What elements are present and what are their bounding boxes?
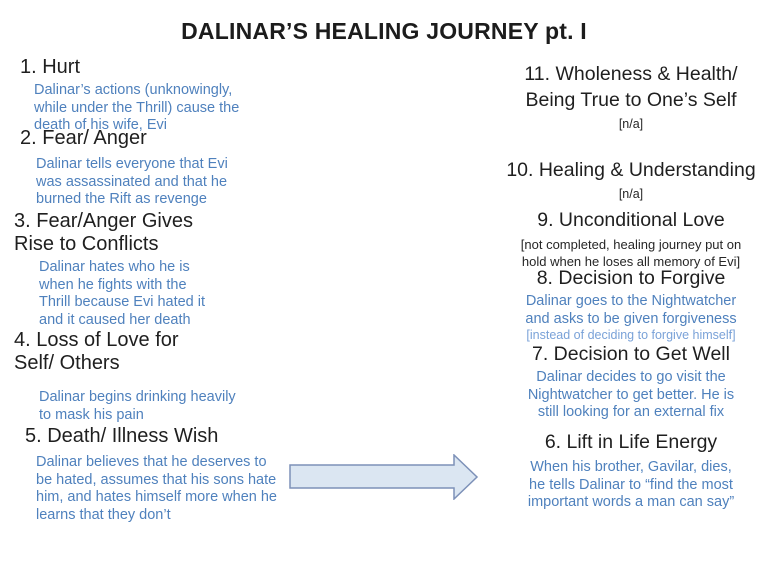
journey-step-1: 1. Hurt Dalinar’s actions (unknowingly, …: [14, 56, 314, 135]
journey-step-7: 7. Decision to Get Well Dalinar decides …: [494, 341, 768, 422]
step-heading: 1. Hurt: [20, 56, 81, 78]
step-description: Dalinar tells everyone that Evi was assa…: [36, 156, 228, 208]
na-label: [n/a]: [618, 117, 644, 131]
journey-step-10: 10. Healing & Understanding [n/a]: [494, 157, 768, 202]
journey-step-4: 4. Loss of Love for Self/ Others Dalinar…: [14, 329, 314, 424]
step-note: [not completed, healing journey put on h…: [520, 237, 742, 269]
journey-step-5: 5. Death/ Illness Wish Dalinar believes …: [14, 425, 314, 524]
step-description: Dalinar goes to the Nightwatcher and ask…: [525, 293, 737, 327]
step-description: Dalinar decides to go visit the Nightwat…: [527, 369, 735, 421]
step-heading: 5. Death/ Illness Wish: [25, 425, 219, 447]
step-description: Dalinar hates who he is when he fights w…: [39, 259, 206, 328]
slide-title: DALINAR’S HEALING JOURNEY pt. I: [181, 18, 587, 44]
right-block-arrow-icon: [289, 453, 479, 501]
journey-step-11: 11. Wholeness & Health/ Being True to On…: [494, 61, 768, 132]
journey-step-2: 2. Fear/ Anger Dalinar tells everyone th…: [14, 127, 314, 209]
step-heading: 4. Loss of Love for Self/ Others: [14, 329, 179, 374]
step-heading: 7. Decision to Get Well: [532, 343, 730, 365]
step-heading: 6. Lift in Life Energy: [544, 431, 718, 453]
journey-step-8: 8. Decision to Forgive Dalinar goes to t…: [494, 265, 768, 343]
step-heading: 9. Unconditional Love: [537, 209, 725, 231]
step-description: When his brother, Gavilar, dies, he tell…: [527, 459, 735, 511]
step-heading: 3. Fear/Anger Gives Rise to Conflicts: [14, 210, 193, 255]
step-heading: 8. Decision to Forgive: [536, 267, 726, 289]
journey-step-9: 9. Unconditional Love [not completed, he…: [494, 207, 768, 270]
journey-step-3: 3. Fear/Anger Gives Rise to Conflicts Da…: [14, 210, 314, 329]
step-heading: 10. Healing & Understanding: [506, 159, 756, 181]
step-heading: 11. Wholeness & Health/ Being True to On…: [524, 63, 738, 111]
step-description: Dalinar’s actions (unknowingly, while un…: [34, 82, 240, 134]
step-heading: 2. Fear/ Anger: [20, 127, 147, 149]
step-description: Dalinar begins drinking heavily to mask …: [39, 389, 236, 423]
journey-step-6: 6. Lift in Life Energy When his brother,…: [494, 429, 768, 512]
na-label: [n/a]: [618, 187, 644, 201]
step-subnote: [instead of deciding to forgive himself]: [526, 328, 736, 343]
step-description: Dalinar believes that he deserves to be …: [36, 454, 277, 523]
